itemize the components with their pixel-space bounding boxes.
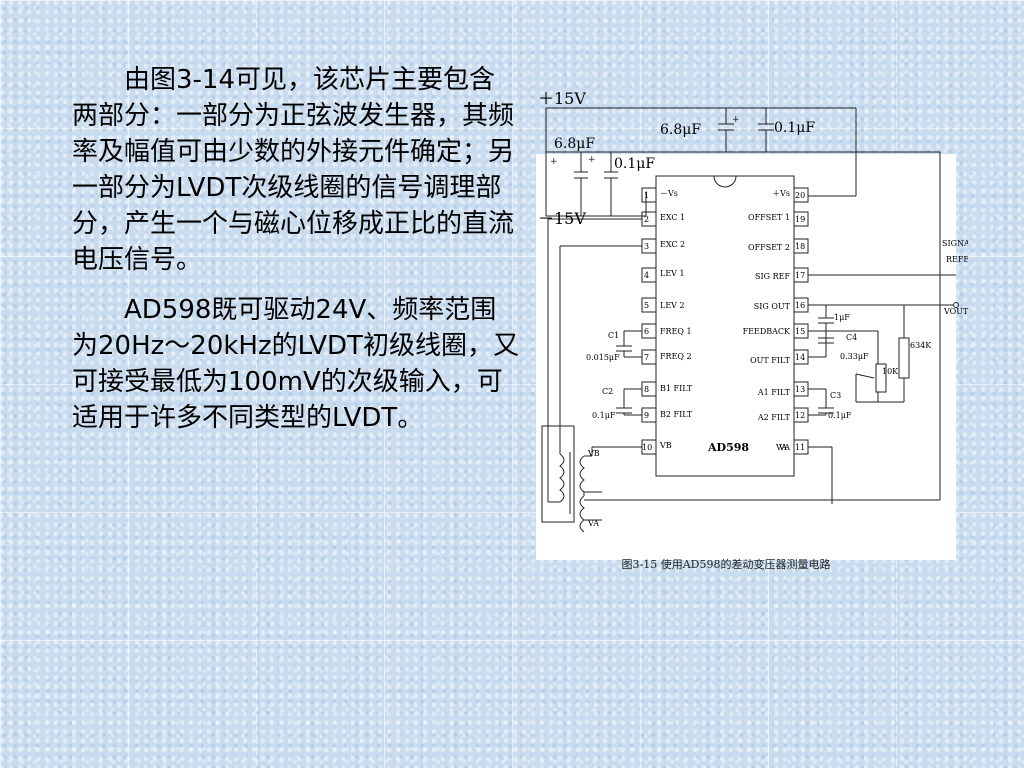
vout-label: VOUT	[943, 307, 968, 316]
figure-caption: 图3-15 使用AD598的差动变压器测量电路	[621, 558, 831, 571]
c2-name: C2	[602, 387, 613, 396]
neg-supply-label: －15V	[538, 209, 586, 228]
pin-label: FEEDBACK	[743, 327, 791, 336]
va-terminal-label: VA	[587, 519, 599, 528]
pin-number: 2	[644, 215, 649, 224]
pin-number: 19	[795, 215, 805, 224]
cap-0-1-top-label: 0.1μF	[774, 120, 815, 136]
svg-text:+: +	[550, 157, 558, 167]
pin-label: SIG REF	[755, 272, 790, 281]
pin-number: 20	[795, 191, 805, 200]
paragraph-2: AD598既可驱动24V、频率范围为20Hz～20kHz的LVDT初级线圈，又可…	[72, 295, 519, 433]
vb-terminal-label: VB	[587, 449, 600, 458]
c1-value: 0.015μF	[586, 353, 620, 362]
pin-number: 11	[795, 443, 805, 452]
pin-number: 6	[644, 327, 649, 336]
svg-text:+: +	[588, 155, 596, 165]
pin-label: VB	[659, 441, 672, 450]
pin-number: 3	[644, 242, 649, 251]
pin-label: OUT FILT	[750, 356, 791, 365]
signal-reference-label-line2: REFERENCE	[946, 255, 968, 264]
pos-supply-label: ＋15V	[538, 89, 586, 108]
cap-1uf-label: 1μF	[834, 313, 850, 322]
pin-number: 13	[795, 385, 805, 394]
pin-number: 5	[644, 301, 649, 310]
pin-label: FREQ 1	[660, 327, 692, 336]
va-pin-label: VA	[775, 443, 787, 452]
chip-name: AD598	[707, 441, 749, 454]
cap-6-8-left-label: 6.8μF	[554, 136, 595, 152]
resistor-10k-label: 10K	[882, 367, 899, 376]
pin-label: A2 FILT	[757, 413, 791, 422]
pin-label: OFFSET 1	[748, 213, 790, 222]
pin-number: 14	[795, 353, 805, 362]
resistor-634k-label: 634K	[910, 341, 932, 350]
pin-label: －Vs	[660, 189, 678, 198]
c4-name: C4	[846, 333, 857, 342]
pin-label: LEV 2	[660, 301, 685, 310]
pin-number: 10	[642, 443, 652, 452]
pin-label: ＋Vs	[772, 189, 790, 198]
pin-number: 15	[795, 327, 805, 336]
pin-number: 7	[644, 353, 649, 362]
pin-label: A1 FILT	[757, 388, 791, 397]
ad598-circuit-diagram: + + + ＋15V －15V 6.8μF 0.1μF 6.8μF 0.1μF …	[538, 89, 968, 533]
pin-number: 8	[644, 385, 649, 394]
cap-6-8-top-label: 6.8μF	[660, 122, 701, 138]
circuit-figure: + + + ＋15V －15V 6.8μF 0.1μF 6.8μF 0.1μF …	[536, 84, 968, 574]
vout-terminal	[953, 302, 959, 308]
pin-label: EXC 2	[660, 240, 685, 249]
pin-number: 16	[795, 301, 805, 310]
pin-label: FREQ 2	[660, 352, 692, 361]
c2-value: 0.1μF	[592, 411, 616, 420]
pin-label: B2 FILT	[660, 410, 693, 419]
pin-number: 4	[644, 271, 649, 280]
pin-number: 1	[644, 191, 649, 200]
c3-name: C3	[830, 391, 841, 400]
cap-0-1-left-label: 0.1μF	[614, 156, 655, 172]
pin-label: B1 FILT	[660, 384, 693, 393]
pin-label: OFFSET 2	[748, 243, 790, 252]
pin-label: SIG OUT	[754, 302, 791, 311]
figure-background	[536, 154, 956, 560]
pin-label: EXC 1	[660, 213, 685, 222]
c4-value: 0.33μF	[840, 352, 869, 361]
svg-text:+: +	[732, 115, 740, 125]
paragraph-1: 由图3-14可见，该芯片主要包含两部分：一部分为正弦波发生器，其频率及幅值可由少…	[72, 65, 515, 275]
pin-number: 9	[644, 411, 649, 420]
pin-number: 12	[795, 411, 805, 420]
signal-reference-label-line1: SIGNAL	[942, 239, 968, 248]
pin-label: LEV 1	[660, 269, 685, 278]
pin-number: 17	[795, 271, 805, 280]
slide-body-text: 由图3-14可见，该芯片主要包含两部分：一部分为正弦波发生器，其频率及幅值可由少…	[72, 62, 520, 450]
pin-label: VA	[778, 443, 790, 452]
c3-value: 0.1μF	[828, 411, 852, 420]
pin-number: 18	[795, 242, 805, 251]
c1-name: C1	[608, 331, 619, 340]
